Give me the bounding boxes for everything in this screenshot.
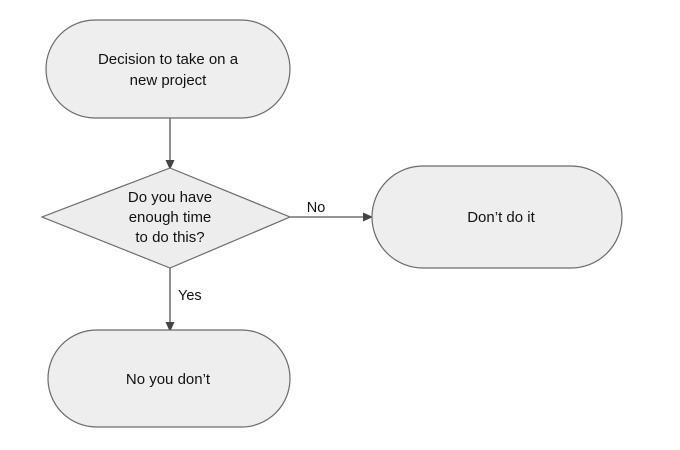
edge-decision-to-no-you-dont-arrowhead [165, 322, 175, 332]
node-start-label-line1: Decision to take on a [98, 51, 239, 68]
edge-start-to-decision [165, 118, 175, 170]
edge-decision-to-dont-do-it [290, 212, 373, 222]
node-dont-do-it-label: Don’t do it [467, 209, 535, 226]
node-dont-do-it[interactable]: Don’t do it [371, 165, 623, 269]
node-no-you-dont-label: No you don’t [126, 371, 211, 388]
edge-start-to-decision-arrowhead [165, 160, 175, 170]
node-start-label-line2: new project [130, 72, 208, 89]
node-decision-shape[interactable] [40, 167, 292, 269]
node-no-you-dont[interactable]: No you don’t [47, 329, 291, 428]
edge-label-yes: Yes [178, 288, 202, 304]
node-decision-label-line3: to do this? [135, 229, 204, 246]
node-no-you-dont-shape[interactable] [47, 329, 291, 428]
node-decision-label-line1: Do you have [128, 189, 212, 206]
node-decision-label-line2: enough time [129, 209, 212, 226]
node-decision[interactable]: Do you have enough time to do this? [40, 167, 292, 269]
edge-decision-to-no-you-dont [165, 268, 175, 332]
node-start-shape[interactable] [45, 19, 291, 119]
node-start[interactable]: Decision to take on a new project [45, 19, 291, 119]
node-dont-do-it-shape[interactable] [371, 165, 623, 269]
edge-label-no: No [307, 200, 326, 216]
edge-decision-to-dont-do-it-arrowhead [363, 212, 373, 222]
